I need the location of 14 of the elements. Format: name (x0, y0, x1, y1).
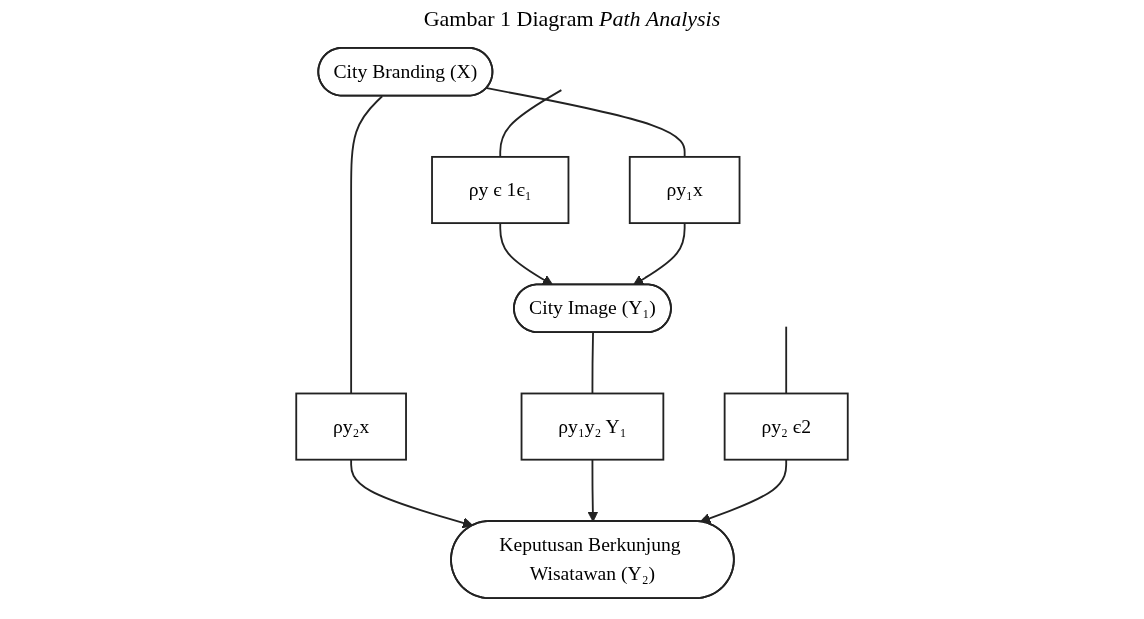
connector (785, 325, 788, 395)
diagram-title: Gambar 1 Diagram Path Analysis (422, 6, 722, 32)
connector (486, 87, 686, 158)
node-box: ρy₂ є2 (723, 392, 849, 461)
arrow (499, 222, 554, 286)
arrow (699, 458, 788, 524)
node-box: ρy₁x (628, 156, 741, 224)
connector (499, 89, 563, 158)
connector (591, 331, 594, 395)
arrow (350, 458, 474, 529)
node-box: ρy є 1є₁ (431, 156, 570, 224)
node-box: ρy₂x (295, 392, 407, 461)
node-box: ρy₁y₂ Y₁ (520, 392, 665, 461)
connector (350, 95, 384, 395)
